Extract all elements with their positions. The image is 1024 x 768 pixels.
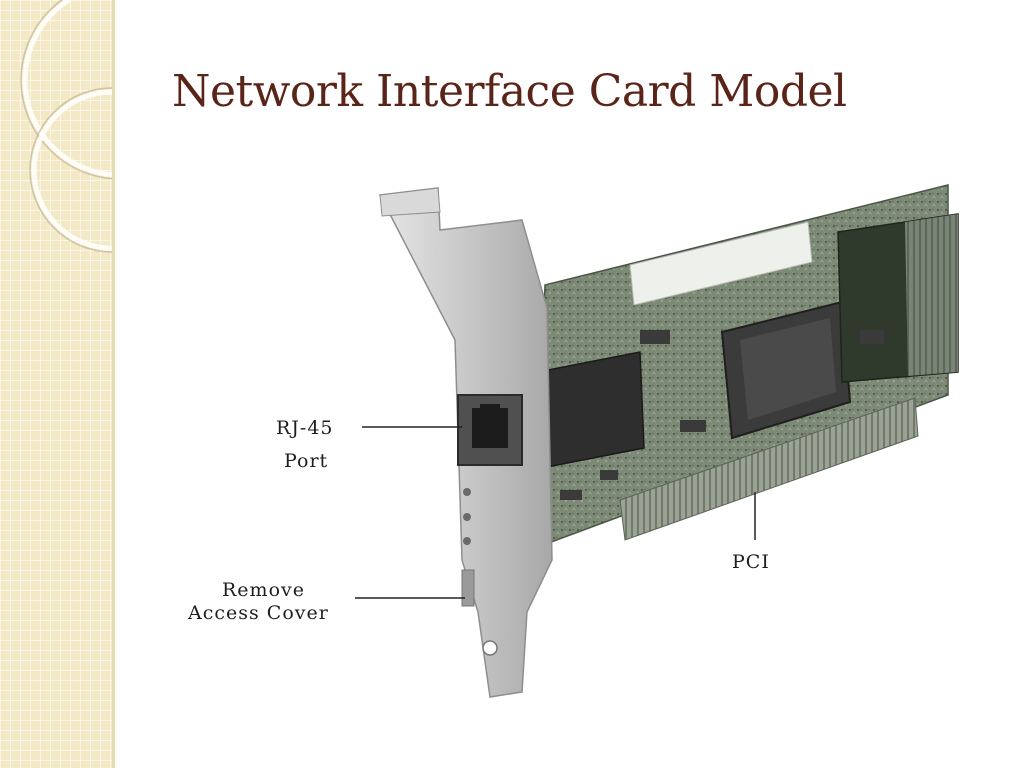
pci-edge-connector — [619, 397, 919, 541]
decorative-circles — [20, 0, 112, 253]
magnetics-block — [537, 351, 645, 469]
led-hole — [463, 537, 471, 545]
pci-label: PCI — [732, 551, 770, 573]
board-sticker — [629, 221, 813, 306]
led-hole — [463, 488, 471, 496]
slide-title: Network Interface Card Model — [172, 66, 847, 117]
port-label: Port — [284, 450, 328, 472]
decorative-side-panel — [0, 0, 115, 768]
rj45-label: RJ-45 — [276, 417, 334, 439]
mounting-bracket — [378, 187, 553, 698]
access-cover — [461, 569, 475, 607]
led-hole — [463, 513, 471, 521]
remove-label: Remove — [222, 579, 305, 601]
access-cover-label: Access Cover — [187, 602, 329, 624]
circuit-board — [534, 184, 959, 550]
bracket-tab — [379, 187, 441, 217]
bracket-screw-hole — [482, 640, 498, 656]
